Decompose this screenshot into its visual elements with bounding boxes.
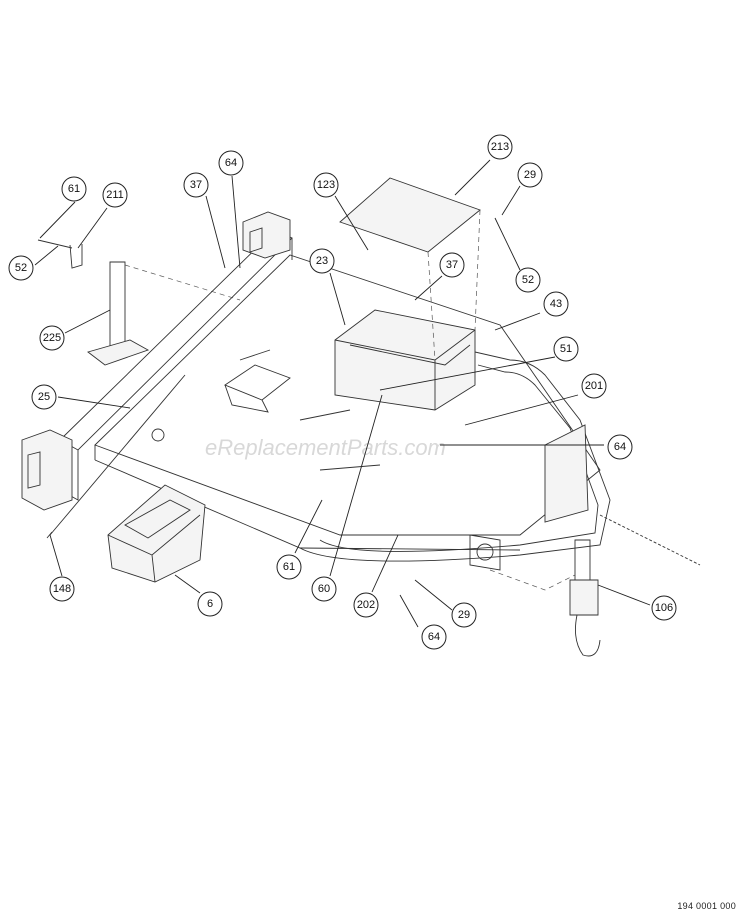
callout-64b: 64 bbox=[607, 434, 633, 460]
callout-60: 60 bbox=[311, 576, 337, 602]
callout-25: 25 bbox=[31, 384, 57, 410]
callout-211: 211 bbox=[102, 182, 128, 208]
callout-37: 37 bbox=[183, 172, 209, 198]
callout-43: 43 bbox=[543, 291, 569, 317]
callout-123: 123 bbox=[313, 172, 339, 198]
callout-148: 148 bbox=[49, 576, 75, 602]
svg-text:25: 25 bbox=[38, 391, 50, 403]
side-guard bbox=[544, 424, 589, 523]
svg-text:225: 225 bbox=[43, 332, 61, 344]
svg-text:37: 37 bbox=[190, 179, 202, 191]
svg-text:61: 61 bbox=[283, 561, 295, 573]
svg-text:64: 64 bbox=[428, 631, 440, 643]
svg-text:29: 29 bbox=[524, 169, 536, 181]
svg-text:211: 211 bbox=[106, 189, 124, 201]
callout-213: 213 bbox=[487, 134, 513, 160]
svg-text:61: 61 bbox=[68, 183, 80, 195]
svg-text:106: 106 bbox=[655, 602, 673, 614]
callout-23: 23 bbox=[309, 248, 335, 274]
rail-end-cap-left bbox=[21, 429, 73, 511]
svg-text:6: 6 bbox=[207, 598, 213, 610]
cover-plate bbox=[339, 177, 481, 361]
svg-text:148: 148 bbox=[53, 583, 71, 595]
svg-text:123: 123 bbox=[317, 179, 335, 191]
callout-6: 6 bbox=[197, 591, 223, 617]
battery-tray bbox=[334, 309, 476, 411]
callout-202: 202 bbox=[353, 592, 379, 618]
svg-text:64: 64 bbox=[225, 157, 237, 169]
callout-64c: 64 bbox=[421, 624, 447, 650]
svg-text:29: 29 bbox=[458, 609, 470, 621]
svg-text:213: 213 bbox=[491, 141, 509, 153]
svg-text:23: 23 bbox=[316, 255, 328, 267]
svg-text:60: 60 bbox=[318, 583, 330, 595]
svg-text:51: 51 bbox=[560, 343, 572, 355]
svg-text:43: 43 bbox=[550, 298, 562, 310]
callout-61b: 61 bbox=[276, 554, 302, 580]
battery bbox=[107, 484, 206, 583]
callout-52b: 52 bbox=[515, 267, 541, 293]
svg-text:52: 52 bbox=[15, 262, 27, 274]
callout-61: 61 bbox=[61, 176, 87, 202]
svg-text:52: 52 bbox=[522, 274, 534, 286]
callout-29b: 29 bbox=[451, 602, 477, 628]
callout-64: 64 bbox=[218, 150, 244, 176]
document-number: 194 0001 000 bbox=[677, 901, 736, 911]
svg-text:202: 202 bbox=[357, 599, 375, 611]
callout-37b: 37 bbox=[439, 252, 465, 278]
callout-225: 225 bbox=[39, 325, 65, 351]
watermark: eReplacementParts.com bbox=[205, 435, 446, 460]
callout-201: 201 bbox=[581, 373, 607, 399]
leader-lines bbox=[34, 159, 651, 628]
svg-text:37: 37 bbox=[446, 259, 458, 271]
callout-52: 52 bbox=[8, 255, 34, 281]
svg-text:201: 201 bbox=[585, 380, 603, 392]
callout-51: 51 bbox=[553, 336, 579, 362]
jack-stand bbox=[37, 239, 241, 366]
svg-text:64: 64 bbox=[614, 441, 626, 453]
hitch bbox=[469, 514, 701, 657]
callout-29: 29 bbox=[517, 162, 543, 188]
callout-106: 106 bbox=[651, 595, 677, 621]
rail-end-cap-right bbox=[242, 211, 291, 259]
